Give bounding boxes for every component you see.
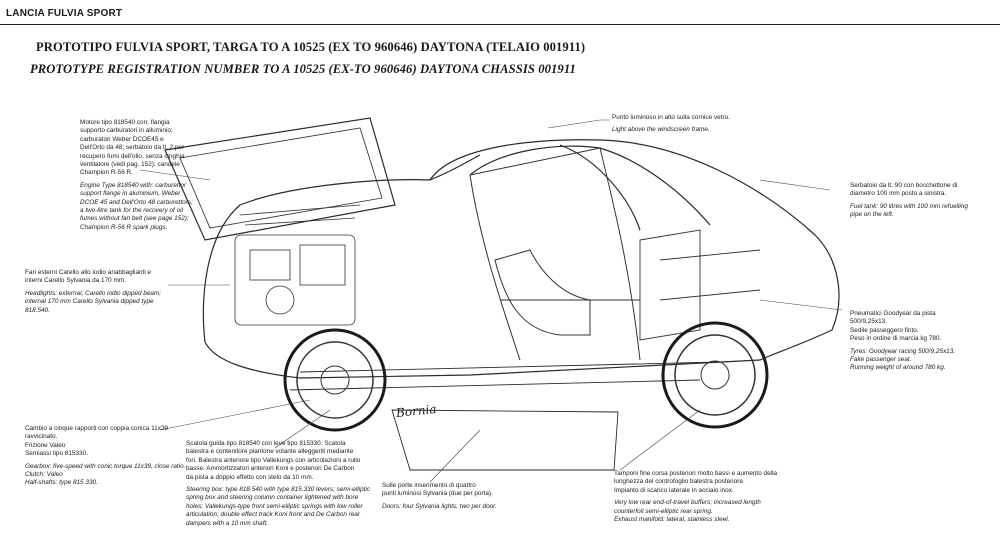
rear-suspension-detail (639, 229, 761, 341)
note-engine-it: Motore tipo 818540 con: flangia supporto… (80, 119, 185, 177)
note-doors-en: Doors: four Sylvania lights, two per doo… (382, 502, 497, 510)
note-doors: Sulle porte inserimento di quattro punti… (382, 482, 532, 511)
note-doors-it: Sulle porte inserimento di quattro punti… (382, 482, 493, 498)
note-lights-en: Headlights: external, Carello iodio dipp… (25, 289, 162, 314)
page-header: LANCIA FULVIA SPORT (0, 0, 1000, 26)
roll-cage-detail (469, 147, 641, 361)
note-steering-en: Steering box: type 818.540 with type 815… (186, 486, 371, 527)
note-light: Punto luminoso in alto sulla cornice vet… (612, 114, 802, 135)
note-tyres-it: Pneumatici Goodyear da pista 500/9,25x13… (850, 310, 942, 343)
note-tyres-en: Tyres: Goodyear racing 500/9,25x13. Fake… (850, 347, 956, 372)
note-gearbox-it: Cambio a cinque rapporti con coppia coni… (25, 425, 169, 458)
note-lights-it: Fari esterni Carello allo iodio anabbagl… (25, 269, 152, 285)
title-english: PROTOTYPE REGISTRATION NUMBER TO A 10525… (30, 62, 576, 76)
note-headlights: Fari esterni Carello allo iodio anabbagl… (25, 269, 185, 315)
note-steering-it: Scatola guida tipo 818540 con leve tipo … (186, 440, 361, 481)
note-light-it: Punto luminoso in alto sulla cornice vet… (612, 114, 730, 121)
front-wheel (283, 328, 387, 432)
brand-title: LANCIA FULVIA SPORT (6, 8, 123, 19)
note-buffers-it: Tamponi fine corsa posteriori molto bass… (614, 470, 778, 494)
note-engine-en: Engine Type 818540 with: carburettor sup… (80, 181, 193, 231)
engine-detail (234, 204, 361, 326)
car-body-outline (164, 117, 840, 471)
note-buffers: Tamponi fine corsa posteriori molto bass… (614, 470, 804, 524)
note-engine: Motore tipo 818540 con: flangia supporto… (80, 119, 220, 232)
header-rule (0, 24, 1000, 25)
note-steering: Scatola guida tipo 818540 con leve tipo … (186, 440, 386, 528)
note-fuel-tank: Serbatoio da lt. 90 con bocchettone di d… (850, 182, 1000, 220)
title-italian: PROTOTIPO FULVIA SPORT, TARGA TO A 10525… (36, 40, 586, 54)
note-fuel-it: Serbatoio da lt. 90 con bocchettone di d… (850, 182, 958, 198)
note-tyres: Pneumatici Goodyear da pista 500/9,25x13… (850, 310, 1000, 373)
rear-wheel (661, 321, 769, 429)
note-buffers-en: Very low rear end-of-travel buffers; inc… (614, 499, 761, 524)
note-fuel-en: Fuel tank: 90 litres with 100 mm refuell… (850, 202, 968, 219)
leader-lines (139, 119, 843, 483)
note-gearbox-en: Gearbox: five-speed with conic torque 11… (25, 462, 186, 487)
note-light-en: Light above the windscreen frame. (612, 126, 710, 134)
note-gearbox: Cambio a cinque rapporti con coppia coni… (25, 425, 195, 488)
